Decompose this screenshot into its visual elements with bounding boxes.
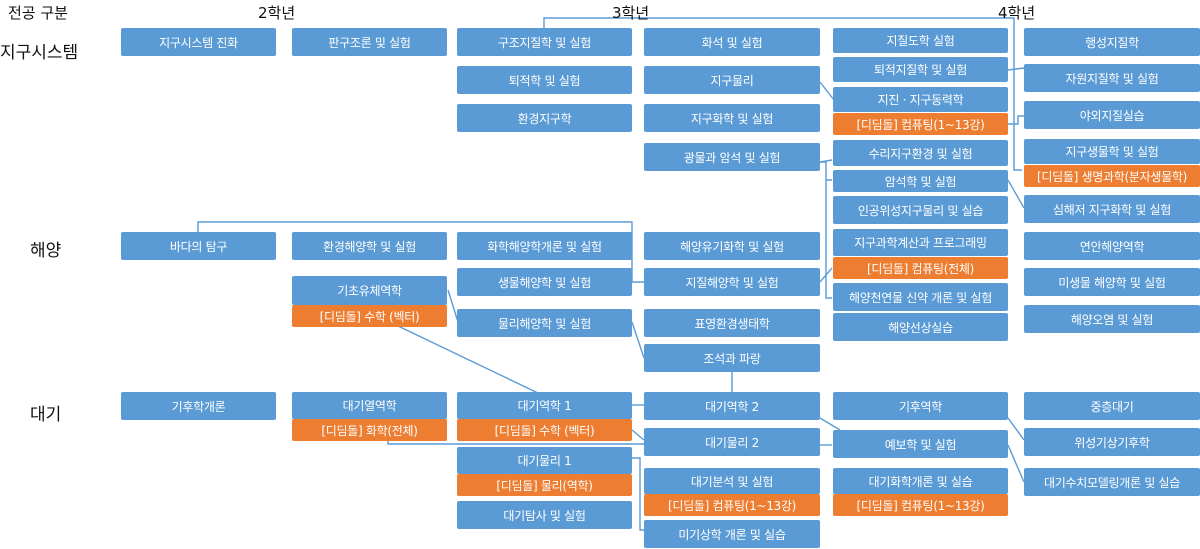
course-marine-natural: 해양천연물 신약 개론 및 실험: [833, 283, 1008, 311]
link-dyn2-to-forecast: [819, 417, 841, 431]
row-label-atmos: 대기: [30, 405, 62, 425]
link-forecast-to-modeling: [1007, 444, 1025, 483]
course-fossils: 화석 및 실험: [644, 28, 820, 56]
course-satellite-met: 위성기상기후학: [1024, 428, 1200, 456]
course-marine-pollution: 해양오염 및 실험: [1024, 305, 1200, 333]
course-micromet: 미기상학 개론 및 실습: [644, 520, 820, 548]
course-math-vector-ocean: [디딤돌] 수학 (벡터): [292, 305, 447, 327]
course-env-geoscience: 환경지구학: [457, 104, 632, 132]
course-geophysics: 지구물리: [644, 66, 820, 94]
course-geo-oceanography: 지질해양학 및 실험: [644, 268, 820, 296]
course-plankton-ecology: 표영환경생태학: [644, 309, 820, 337]
course-computing-full: [디딤돌] 컴퓨팅(전체): [833, 257, 1008, 279]
course-ocean-intro: 바다의 탐구: [121, 232, 276, 260]
course-atmos-dynamics1: 대기역학 1: [457, 392, 632, 419]
course-sedimentary-geology: 퇴적지질학 및 실험: [833, 57, 1008, 82]
year2-header: 2학년: [258, 4, 296, 22]
course-atmos-dynamics2: 대기역학 2: [644, 392, 820, 420]
course-atmos-chem: 대기화학개론 및 실습: [833, 468, 1008, 494]
course-geochronology: 지질도학 실험: [833, 28, 1008, 53]
course-hydro-geo: 수리지구환경 및 실험: [833, 140, 1008, 166]
course-minerals-rocks: 광물과 암석 및 실험: [644, 143, 820, 171]
course-atmos-physics1: 대기물리 1: [457, 447, 632, 474]
row-label-ocean: 해양: [30, 241, 62, 261]
link-vector-to-dyn1: [397, 325, 541, 395]
link-geophysics-to-seismology: [819, 81, 835, 101]
link-climate-dyn-to-satellite: [1007, 417, 1025, 441]
major-header: 전공 구분: [8, 4, 68, 22]
course-planetary-geology: 행성지질학: [1024, 28, 1200, 56]
link-geo-ocean-to-computing: [819, 267, 833, 283]
year4-header: 4학년: [998, 4, 1036, 22]
year3-header: 3학년: [612, 4, 650, 22]
link-minerals-to-hydro: [819, 159, 833, 163]
course-geobiology: 지구생물학 및 실험: [1024, 139, 1200, 164]
link-petrology-to-deepsea: [1007, 179, 1025, 209]
course-ocean-practice: 해양선상실습: [833, 313, 1008, 341]
row-label-earth: 지구시스템: [0, 43, 79, 63]
course-deep-sea-geochem: 심해저 지구화학 및 실험: [1024, 195, 1200, 223]
course-seismology: 지진 · 지구동력학: [833, 87, 1008, 112]
course-chem-full: [디딤돌] 화학(전체): [292, 419, 447, 441]
course-computing-1-13-atmos: [디딤돌] 컴퓨팅(1~13강): [644, 494, 820, 516]
course-organic-geochem: 해양유기화학 및 실험: [644, 232, 820, 260]
course-gfd: 기초유체역학: [292, 276, 447, 305]
course-chem-oceanography: 화학해양학개론 및 실험: [457, 232, 632, 260]
course-env-oceanography: 환경해양학 및 실험: [292, 232, 447, 260]
course-physics-mech: [디딤돌] 물리(역학): [457, 474, 632, 496]
course-atmos-physics2: 대기물리 2: [644, 428, 820, 456]
course-geochemistry: 지구화학 및 실험: [644, 104, 820, 132]
link-minerals-to-petrology: [820, 161, 832, 181]
link-sedimentary-to-resource: [1007, 67, 1025, 71]
course-remote-sensing: 인공위성지구물리 및 실습: [833, 196, 1008, 224]
course-earth-evolution: 지구시스템 진화: [121, 28, 276, 56]
course-resource-geology: 자원지질학 및 실험: [1024, 64, 1200, 92]
course-computing-1-13-atmos-chem: [디딤돌] 컴퓨팅(1~13강): [833, 494, 1008, 516]
course-atmos-observation: 대기탐사 및 실험: [457, 501, 632, 529]
link-vector2-to-phys2: [631, 429, 645, 441]
course-microbial-ocean: 미생물 해양학 및 실험: [1024, 268, 1200, 296]
course-mol-bio: [디딤돌] 생명과학(분자생물학): [1024, 165, 1200, 187]
course-phys-oceanography: 물리해양학 및 실험: [457, 309, 632, 337]
link-ocean-to-geo-ocean: [197, 221, 644, 283]
course-coastal-ocean: 연안해양역학: [1024, 232, 1200, 260]
course-plate-tectonics: 판구조론 및 실험: [292, 28, 447, 56]
course-climate-intro: 기후학개론: [121, 392, 276, 420]
course-math-vector-atmos: [디딤돌] 수학 (벡터): [457, 419, 632, 441]
course-petrology: 암석학 및 실험: [833, 170, 1008, 192]
course-sedimentology: 퇴적학 및 실험: [457, 66, 632, 94]
course-atmos-thermo: 대기열역학: [292, 392, 447, 419]
link-phys-ocean-to-tides: [631, 321, 645, 359]
link-petrology-branch: [825, 180, 832, 299]
course-climate-dynamics: 기후역학: [833, 392, 1008, 420]
course-structural-geology: 구조지질학 및 실험: [457, 28, 632, 56]
course-bio-oceanography: 생물해양학 및 실험: [457, 268, 632, 296]
course-sci-computing: 지구과학계산과 프로그래밍: [833, 229, 1008, 256]
link-phys1-branch: [632, 457, 644, 531]
course-computing-1-13-earth: [디딤돌] 컴퓨팅(1~13강): [833, 113, 1008, 135]
course-middle-atmos: 중층대기: [1024, 392, 1200, 420]
course-field-geology: 야외지질실습: [1024, 101, 1200, 129]
course-tides-waves: 조석과 파랑: [644, 344, 820, 372]
link-gfd-to-phys-ocean: [447, 289, 459, 323]
link-computing-to-field: [1008, 115, 1024, 125]
course-atmos-analysis: 대기분석 및 실험: [644, 468, 820, 494]
course-atmos-modeling: 대기수치모델링개론 및 실습: [1024, 468, 1200, 496]
link-structural-to-planetary: [543, 17, 1022, 171]
course-forecasting: 예보학 및 실험: [833, 430, 1008, 458]
